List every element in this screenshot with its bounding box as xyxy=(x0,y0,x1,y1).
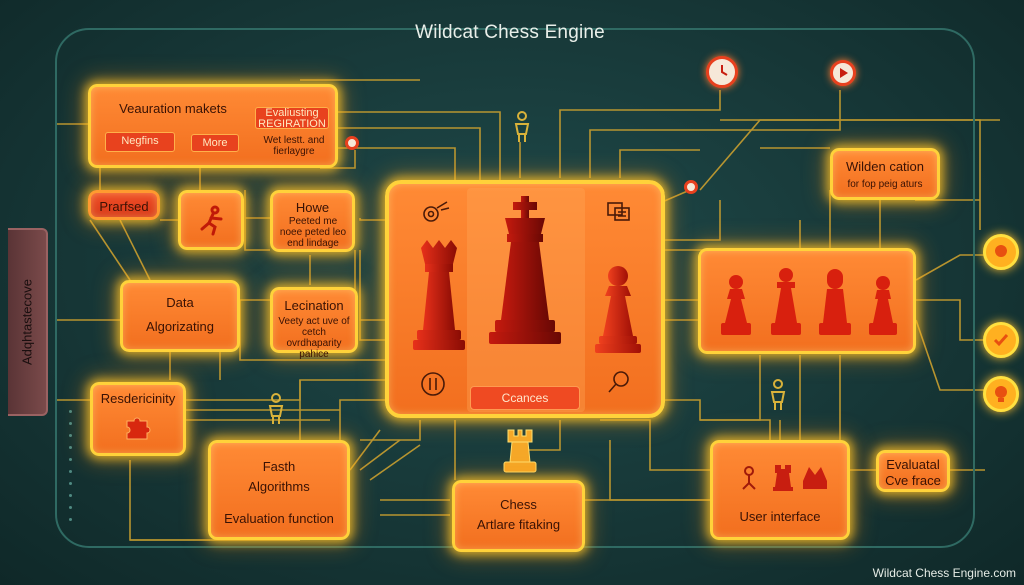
pawn-piece-icon-1 xyxy=(721,275,751,335)
site-credit: Wildcat Chess Engine.com xyxy=(872,566,1016,580)
chess-line2: Artlare fitaking xyxy=(476,517,561,532)
wilden-line1: Wilden cation xyxy=(845,159,925,174)
resdericinity-box[interactable]: Resdericinity xyxy=(90,382,186,456)
lecination-box[interactable]: Lecination Veety act uve of cetch ovrdha… xyxy=(270,287,358,360)
howe-box[interactable]: Howe Peeted me noee peted leo end lindag… xyxy=(270,190,355,252)
chess-artlare-box[interactable]: Chess Artlare fitaking xyxy=(452,480,585,552)
negfins-chip[interactable]: Negfins xyxy=(105,132,175,152)
side-tab-label: Adqhtastecove xyxy=(19,278,35,366)
pawn-piece-icon-4 xyxy=(869,276,897,335)
node-dot-icon xyxy=(345,136,359,150)
record-icon[interactable] xyxy=(830,60,856,86)
lecination-heading: Lecination xyxy=(284,298,344,313)
pawn-row-panel[interactable] xyxy=(698,248,916,354)
more-chip[interactable]: More xyxy=(191,134,239,152)
lecination-note: Veety act uve of cetch ovrdhaparity pahi… xyxy=(278,316,350,360)
clock-icon[interactable] xyxy=(706,56,738,88)
fasth-line2: Algorithms xyxy=(248,479,310,494)
praised-label: Prarfsed xyxy=(99,199,149,214)
person-figure-icon-right xyxy=(770,379,786,410)
side-tab[interactable]: Adqhtastecove xyxy=(8,228,48,416)
center-chess-panel[interactable] xyxy=(385,180,665,418)
document-icon xyxy=(607,202,630,221)
fasth-algorithms-box[interactable]: Fasth Algorithms Evaluation function xyxy=(208,440,350,540)
wilden-line2: for fop peig aturs xyxy=(847,179,923,190)
bulb-icon-3[interactable] xyxy=(983,376,1019,412)
dot-column xyxy=(68,410,74,521)
fasth-line3: Evaluation function xyxy=(224,511,334,526)
evaluatal-line2: Cve frace xyxy=(885,473,941,488)
running-figure-icon xyxy=(200,205,223,236)
user-interface-box[interactable]: User interface xyxy=(710,440,850,540)
chess-line1: Chess xyxy=(500,497,537,512)
fasth-line1: Fasth xyxy=(262,459,296,474)
person-figure-icon-left xyxy=(268,393,284,424)
data-line2: Algorizating xyxy=(146,319,214,334)
data-line1: Data xyxy=(166,295,194,310)
cances-button[interactable]: Ccances xyxy=(470,386,580,410)
valuation-panel[interactable]: Veauration makets Negfins More Evaliusti… xyxy=(88,84,338,168)
figure-icon-box[interactable] xyxy=(178,190,244,250)
pawn-piece-icon xyxy=(595,266,641,353)
wilden-cation-box[interactable]: Wilden cation for fop peig aturs xyxy=(830,148,940,200)
page-title: Wildcat Chess Engine xyxy=(415,22,605,43)
puzzle-piece-icon xyxy=(126,417,151,440)
evaluating-chip[interactable]: Evaliusting REGIRATION xyxy=(255,107,329,130)
howe-heading: Howe xyxy=(295,200,330,215)
person-figure-icon xyxy=(514,111,530,142)
pawn-piece-icon-2 xyxy=(771,268,801,335)
user-interface-label: User interface xyxy=(739,509,821,524)
evaluatal-line1: Evaluatal xyxy=(886,457,940,472)
data-algorizating-box[interactable]: Data Algorizating xyxy=(120,280,240,352)
pawn-piece-icon-3 xyxy=(819,269,851,335)
valuation-panel-note: Wet lestt. and fierlaygre xyxy=(263,135,325,157)
resdericinity-label: Resdericinity xyxy=(100,391,176,406)
pause-icon[interactable] xyxy=(419,370,447,398)
evaluatal-box[interactable]: Evaluatal Cve frace xyxy=(876,450,950,492)
rook-bottom-icon xyxy=(503,429,537,473)
praised-box[interactable]: Prarfsed xyxy=(88,190,160,220)
magnifier-icon[interactable] xyxy=(605,368,633,396)
bulb-icon-2[interactable] xyxy=(983,322,1019,358)
gear-brain-icon xyxy=(423,201,450,222)
pieces-trio-icon xyxy=(742,465,827,491)
bulb-icon-1[interactable] xyxy=(983,234,1019,270)
king-piece-icon xyxy=(489,196,561,344)
queen-piece-icon xyxy=(413,240,465,350)
howe-note: Peeted me noee peted leo end lindage xyxy=(279,216,347,249)
valuation-panel-heading: Veauration makets xyxy=(119,101,227,116)
node-dot-icon-2 xyxy=(684,180,698,194)
